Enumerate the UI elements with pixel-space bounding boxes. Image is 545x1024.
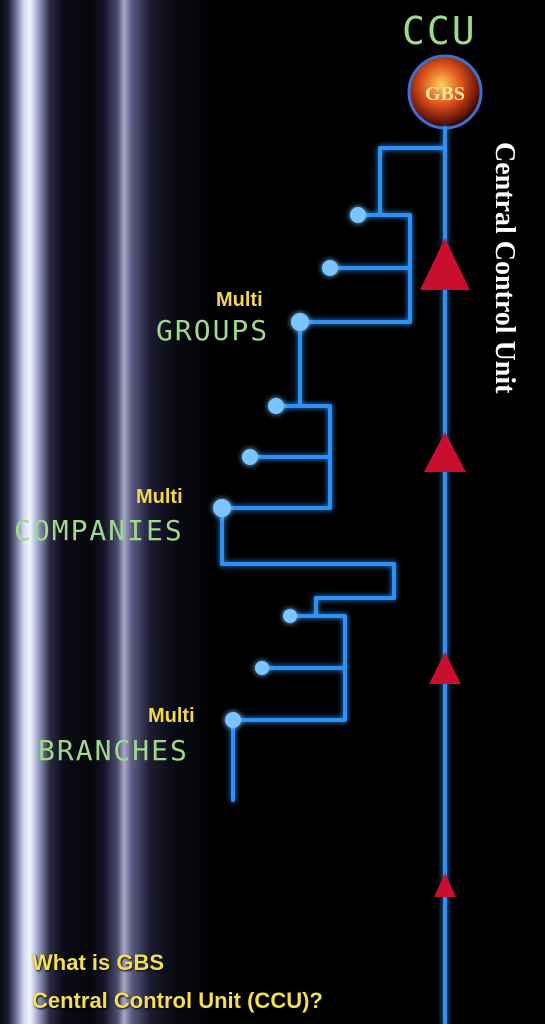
companies-node-2 [242,449,258,465]
central-control-unit-label: Central Control Unit [489,142,520,394]
flow-arrow-3 [429,652,461,684]
question-line-2: Central Control Unit (CCU)? [32,988,323,1013]
multi-groups-label: Multi [216,289,263,311]
groups-node-1 [350,207,366,223]
groups-connector [298,146,447,324]
question-line-1: What is GBS [32,950,165,975]
gbs-logo: GBS [407,54,483,130]
multi-companies-label: Multi [136,486,183,508]
flow-arrow-2 [424,432,466,472]
groups-label: GROUPS [156,314,269,347]
branches-connector [220,506,396,802]
question-heading: What is GBS Central Control Unit (CCU)? [32,944,492,1020]
flow-arrow-1 [420,238,470,290]
groups-node-main [291,313,309,331]
companies-connector [220,320,332,510]
companies-node-main [213,499,231,517]
companies-label: COMPANIES [14,514,184,547]
branches-node-main [225,712,241,728]
branches-node-2 [255,661,269,675]
ccu-title: CCU [402,9,477,53]
branches-node-1 [283,609,297,623]
flow-arrow-4 [434,873,456,897]
groups-node-2 [322,260,338,276]
companies-node-1 [268,398,284,414]
logo-text: GBS [425,83,465,105]
branches-label: BRANCHES [38,734,189,767]
multi-branches-label: Multi [148,705,195,727]
